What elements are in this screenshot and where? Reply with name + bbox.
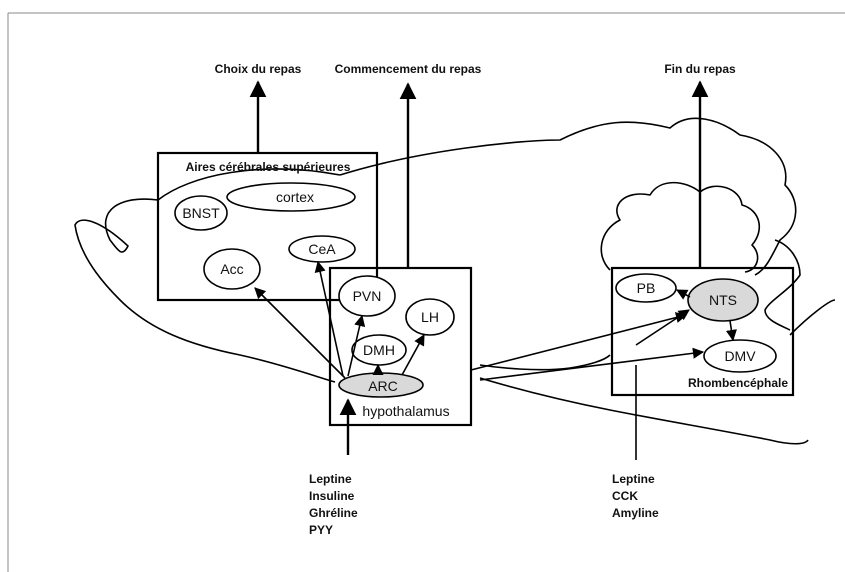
output-label-start: Commencement du repas xyxy=(335,62,482,76)
output-label-end: Fin du repas xyxy=(664,62,736,76)
arrow-hypo-dmv xyxy=(479,347,705,381)
lh-node xyxy=(405,298,455,336)
pvn-label: PVN xyxy=(353,288,382,304)
arrow-arc-acc xyxy=(254,287,346,379)
pb-label: PB xyxy=(637,280,656,296)
higher-brain-label: Aires cérébrales supérieures xyxy=(186,160,351,174)
output-label-choice: Choix du repas xyxy=(215,62,302,76)
cortex-node xyxy=(226,182,356,212)
acc-label: Acc xyxy=(220,261,243,277)
cortex-label: cortex xyxy=(276,189,314,205)
input-hind-2: Amyline xyxy=(612,506,659,520)
hindbrain-box xyxy=(610,266,795,397)
input-hypo-1: Insuline xyxy=(309,489,355,503)
hypothalamus-inputs: Leptine Insuline Ghréline PYY xyxy=(309,472,358,537)
input-hypo-3: PYY xyxy=(309,523,333,537)
pvn-node xyxy=(338,275,396,317)
arrow-arc-lh xyxy=(401,334,425,376)
pb-node xyxy=(615,273,677,303)
arrow-arc-cea xyxy=(314,260,344,377)
arrow-nts-dmv xyxy=(725,320,737,342)
nts-node xyxy=(687,278,759,322)
bnst-node xyxy=(174,195,228,231)
input-hypo-2: Ghréline xyxy=(309,506,358,520)
arc-label: ARC xyxy=(368,378,398,394)
input-hind-1: CCK xyxy=(612,489,638,503)
input-hypo-0: Leptine xyxy=(309,472,352,486)
acc-node xyxy=(203,248,261,290)
arrow-hypo-nts xyxy=(470,312,688,371)
arrow-vagal-nts xyxy=(635,309,690,346)
hypothalamus-box xyxy=(328,266,473,427)
brain-outline xyxy=(74,117,836,445)
arrow-nts-pb xyxy=(676,289,691,300)
nts-label: NTS xyxy=(709,292,737,308)
input-hind-0: Leptine xyxy=(612,472,655,486)
hindbrain-label: Rhombencéphale xyxy=(688,376,788,390)
lh-label: LH xyxy=(421,309,439,325)
hindbrain-inputs: Leptine CCK Amyline xyxy=(612,472,659,520)
hypothalamus-label: hypothalamus xyxy=(362,403,449,419)
bnst-label: BNST xyxy=(182,205,220,221)
dmv-label: DMV xyxy=(724,348,756,364)
arrow-arc-pvn xyxy=(347,314,366,377)
cerebellum-outline xyxy=(600,181,761,273)
dmh-label: DMH xyxy=(363,342,395,358)
cea-label: CeA xyxy=(308,241,336,257)
